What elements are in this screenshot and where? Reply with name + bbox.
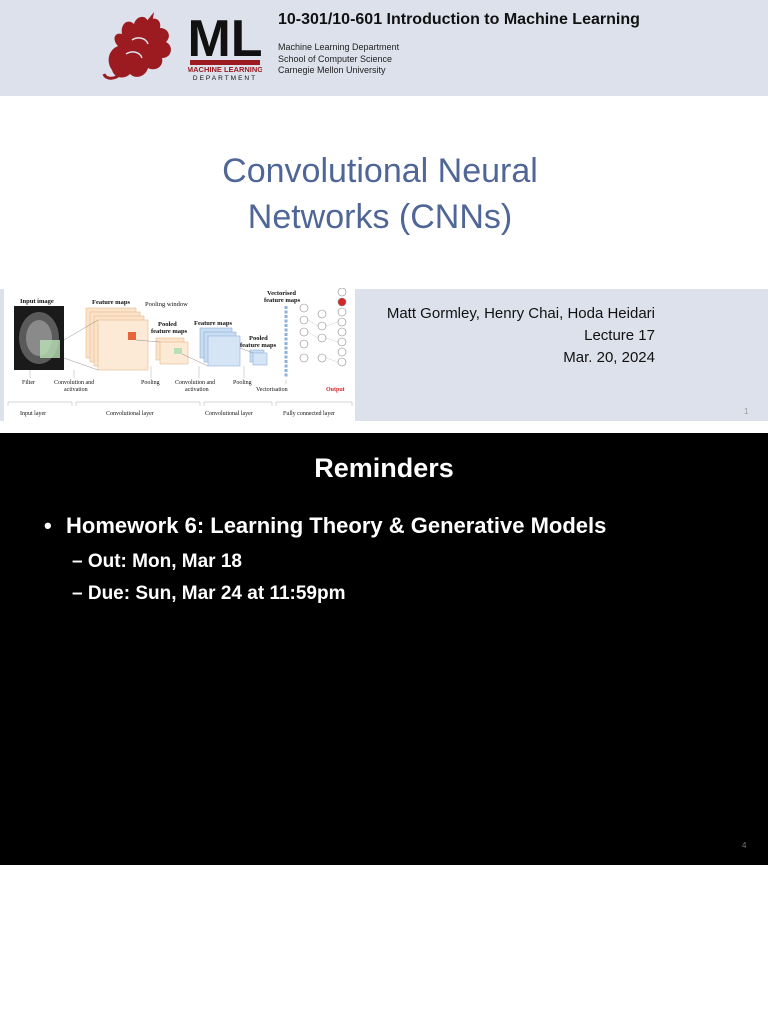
slide-number-4: 4 — [742, 841, 747, 850]
label-conv-layer-2: Convolutional layer — [205, 411, 253, 417]
bullet-marker: • — [44, 513, 52, 538]
ml-department-logo-icon: ML MACHINE LEARNING DEPARTMENT — [188, 12, 262, 82]
label-input-image: Input image — [20, 298, 54, 305]
authors: Matt Gormley, Henry Chai, Hoda Heidari — [386, 305, 655, 322]
label-input-layer: Input layer — [20, 411, 46, 417]
label-pooling-window: Pooling window — [145, 301, 188, 308]
lecture-number: Lecture 17 — [584, 327, 655, 344]
slide-number-1: 1 — [744, 407, 749, 416]
label-vectorised-b: feature maps — [264, 297, 301, 304]
label-fc-layer: Fully connected layer — [283, 411, 335, 417]
filter-window — [40, 340, 60, 358]
lecture-title: Convolutional Neural Networks (CNNs) — [0, 148, 760, 240]
lecture-date: Mar. 20, 2024 — [563, 349, 655, 366]
label-conv-act-2a: Convolution and — [175, 380, 215, 386]
homework-out-date: – Out: Mon, Mar 18 — [72, 551, 242, 572]
label-conv-act-1b: activation — [64, 387, 88, 393]
label-pooled-1a: Pooled — [158, 321, 177, 328]
label-output: Output — [326, 387, 345, 393]
output-neuron-active — [337, 297, 347, 307]
feature-maps-1 — [97, 319, 149, 371]
label-pooling-2: Pooling — [233, 380, 252, 386]
lecture-title-line-2: Networks (CNNs) — [247, 198, 513, 236]
label-conv-act-1a: Convolution and — [54, 380, 94, 386]
label-feature-maps-2: Feature maps — [194, 320, 232, 327]
label-pooled-2b: feature maps — [240, 342, 277, 349]
cnn-architecture-figure: Input image Feature maps Pooling window … — [4, 288, 355, 422]
label-vectorisation: Vectorisation — [256, 387, 288, 393]
label-filter: Filter — [22, 380, 35, 386]
logo-line2: DEPARTMENT — [193, 75, 257, 82]
homework-bullet: • Homework 6: Learning Theory & Generativ… — [44, 513, 606, 539]
reminders-title: Reminders — [314, 453, 454, 483]
scotty-dragon-logo-icon — [102, 12, 171, 80]
pooling-window-box — [128, 332, 136, 340]
homework-item: Homework 6: Learning Theory & Generative… — [66, 513, 607, 538]
homework-due-date: – Due: Sun, Mar 24 at 11:59pm — [72, 583, 346, 604]
label-pooled-2a: Pooled — [249, 335, 268, 342]
dept-line-3: Carnegie Mellon University — [278, 65, 386, 75]
dense-layer-neurons — [299, 288, 347, 367]
pooled-maps-2 — [252, 352, 268, 366]
reminders-slide: Reminders • Homework 6: Learning Theory &… — [0, 433, 768, 865]
dept-line-2: School of Computer Science — [278, 54, 393, 64]
slide-header: ML MACHINE LEARNING DEPARTMENT 10-301/10… — [0, 0, 768, 96]
course-title: 10-301/10-601 Introduction to Machine Le… — [278, 11, 640, 28]
logo-letters: ML — [188, 12, 262, 68]
label-pooled-1b: feature maps — [151, 328, 188, 335]
title-slide: ML MACHINE LEARNING DEPARTMENT 10-301/10… — [0, 0, 768, 432]
dept-line-1: Machine Learning Department — [278, 42, 400, 52]
label-feature-maps-1: Feature maps — [92, 299, 130, 306]
lecture-title-line-1: Convolutional Neural — [222, 152, 538, 190]
logo-line1: MACHINE LEARNING — [188, 65, 262, 74]
label-conv-layer-1: Convolutional layer — [106, 411, 154, 417]
label-conv-act-2b: activation — [185, 387, 209, 393]
feature-maps-2 — [207, 335, 241, 367]
label-pooling-1: Pooling — [141, 380, 160, 386]
label-vectorised-a: Vectorised — [267, 290, 296, 297]
